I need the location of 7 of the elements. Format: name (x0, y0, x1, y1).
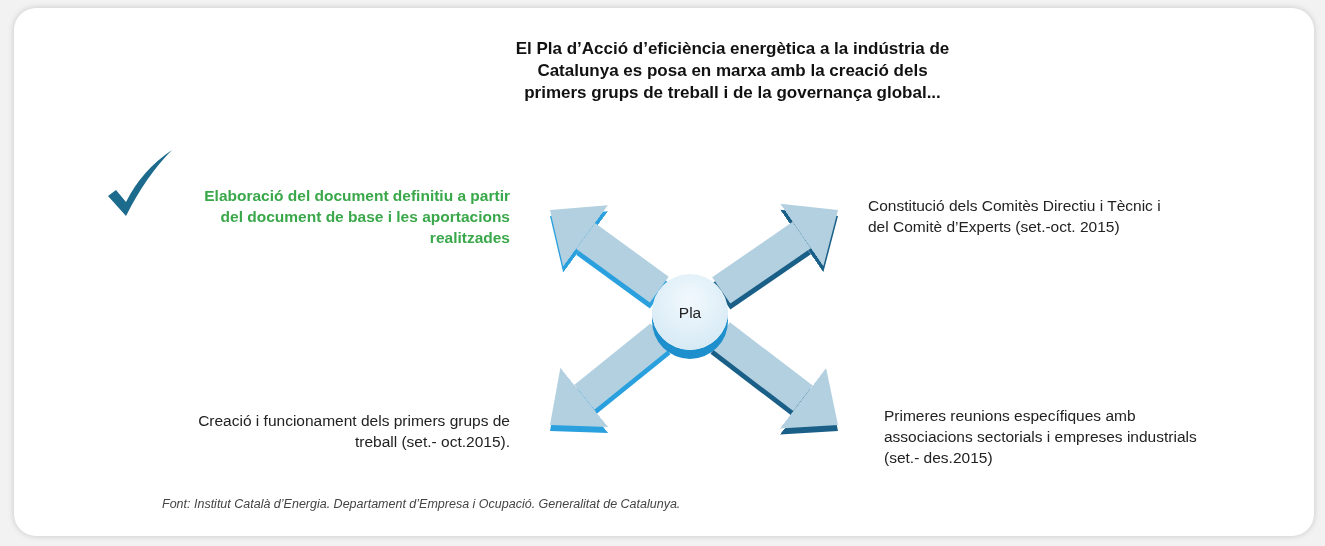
step-description: Creació i funcionament dels primers grups de treball (set.- oct.2015). (197, 411, 510, 452)
step-description: Primeres reunions específiques amb associacions sectorials i empreses industrials (set.- des.2015) (884, 405, 1198, 468)
source-caption: Font: Institut Català d’Energia. Departament d’Empresa i Ocupació. Generalitat de Catalunya. (162, 497, 681, 511)
step-description: Constitució dels Comitès Directiu i Tècnic i del Comitè d’Experts (set.-oct. 2015) (868, 196, 1162, 237)
hub-label: Pla (678, 302, 702, 323)
step-description: Elaboració del document definitiu a partir del document de base i les aportacions realitzades (203, 185, 510, 248)
diagram-title: El Pla d’Acció d’eficiència energètica a la indústria de Catalunya es posa en marxa amb la creació dels primers grups de treball i de la governança global... (514, 38, 951, 104)
